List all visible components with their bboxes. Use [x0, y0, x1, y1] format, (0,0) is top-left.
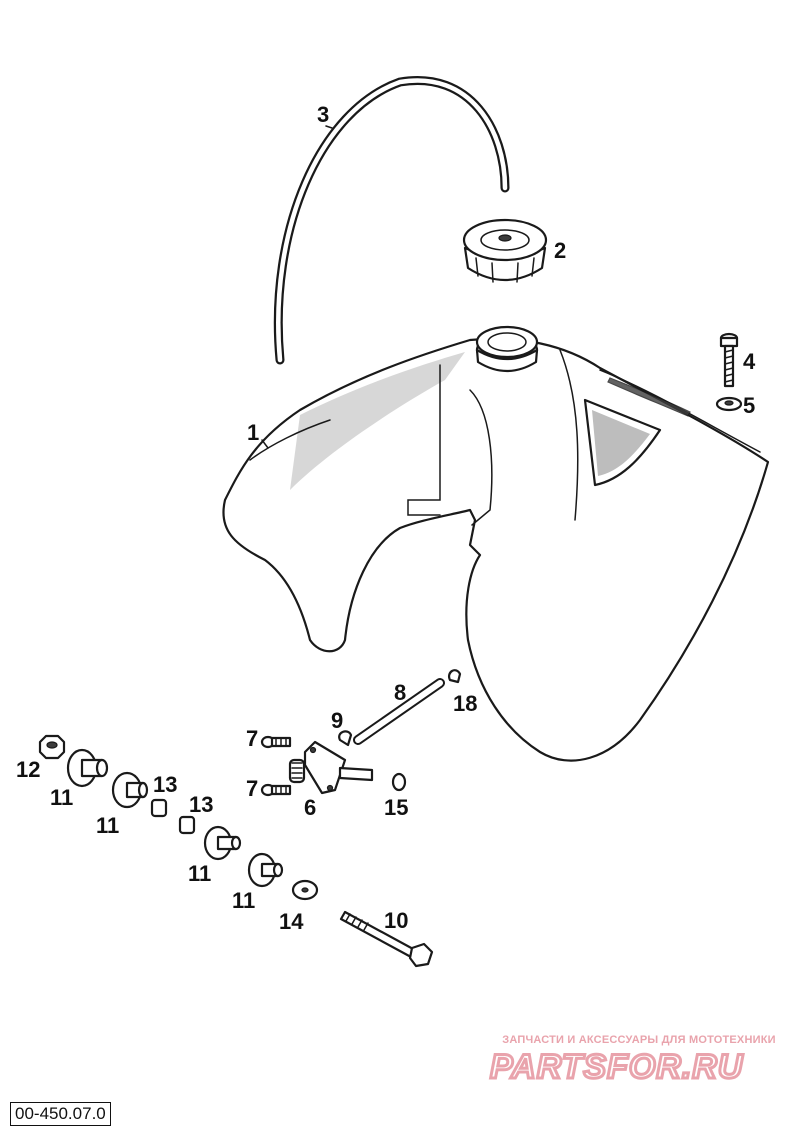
fuel-tank — [222, 325, 770, 762]
svg-text:PARTSFOR.RU: PARTSFOR.RU — [490, 1048, 744, 1086]
hose-clamp-part-18 — [448, 669, 462, 684]
rubber-bushing-part-11-a — [66, 748, 109, 788]
callout-15: 15 — [384, 795, 408, 820]
clamp-part-9 — [338, 730, 353, 747]
fuel-cap — [462, 218, 548, 283]
callout-12: 12 — [16, 757, 40, 782]
callout-10: 10 — [384, 908, 408, 933]
spacer-part-13-a — [150, 798, 168, 818]
callout-8: 8 — [394, 680, 406, 705]
callout-7-lower: 7 — [246, 776, 258, 801]
callout-13-b: 13 — [189, 792, 213, 817]
rubber-bushing-part-11-d — [247, 852, 284, 888]
callout-7-upper: 7 — [246, 726, 258, 751]
rubber-bushing-part-11-c — [203, 825, 242, 861]
callout-14: 14 — [279, 909, 304, 934]
screw-part-7-upper — [260, 735, 292, 749]
callout-1: 1 — [247, 420, 259, 445]
watermark: ЗАПЧАСТИ И АКСЕССУАРЫ ДЛЯ МОТОТЕХНИКИ — [488, 1034, 790, 1046]
callout-6: 6 — [304, 795, 316, 820]
leader-lines — [261, 125, 333, 449]
callout-5: 5 — [743, 393, 755, 418]
rubber-bushing-part-11-b — [111, 771, 149, 809]
long-bolt-part-10 — [339, 910, 434, 968]
vent-hose — [273, 76, 510, 365]
watermark-caption: ЗАПЧАСТИ И АКСЕССУАРЫ ДЛЯ МОТОТЕХНИКИ — [502, 1034, 776, 1046]
callout-11-c: 11 — [188, 861, 211, 886]
callout-18: 18 — [453, 691, 477, 716]
callout-labels: 1 2 3 4 5 6 7 7 8 9 10 11 11 11 11 12 13… — [16, 102, 756, 934]
washer-part-5 — [715, 396, 743, 412]
callout-11-b: 11 — [96, 813, 119, 838]
fuel-tap-part-6 — [288, 740, 374, 795]
watermark-logo: PARTSFOR.RU — [489, 1047, 745, 1088]
bolt-part-4 — [719, 332, 739, 388]
screw-part-7-lower — [260, 783, 292, 797]
callout-13-a: 13 — [153, 772, 177, 797]
spacer-part-13-b — [178, 815, 196, 835]
callout-11-d: 11 — [232, 888, 255, 913]
callout-3: 3 — [317, 102, 329, 127]
nut-part-12 — [38, 734, 66, 760]
callout-11-a: 11 — [50, 785, 73, 810]
callout-9: 9 — [331, 708, 343, 733]
washer-part-14 — [291, 879, 319, 901]
callout-4: 4 — [743, 349, 756, 374]
o-ring-part-15 — [391, 772, 407, 792]
callout-2: 2 — [554, 238, 566, 263]
drawing-number: 00-450.07.0 — [10, 1102, 111, 1126]
fuel-line-part-8 — [353, 678, 445, 745]
